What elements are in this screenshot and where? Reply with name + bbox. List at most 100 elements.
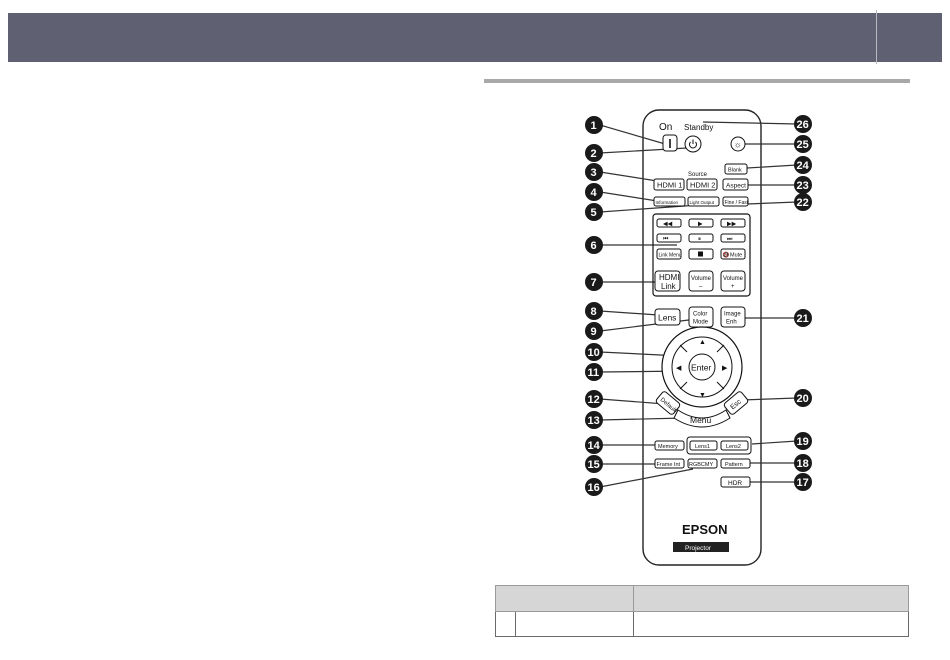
projector-label: Projector <box>685 545 712 552</box>
lens2-label: Lens2 <box>726 444 741 450</box>
svg-text:26: 26 <box>797 119 809 131</box>
svg-text:4: 4 <box>591 187 598 199</box>
table-header-row <box>495 585 909 612</box>
menu-button[interactable] <box>673 409 731 428</box>
hdmi-link-group <box>652 213 751 297</box>
svg-text:20: 20 <box>797 393 809 405</box>
svg-text:2: 2 <box>591 148 597 160</box>
hdmi1-button[interactable] <box>653 178 685 191</box>
hdr-button[interactable] <box>720 476 751 488</box>
projector-badge <box>673 542 729 552</box>
svg-text:9: 9 <box>591 326 597 338</box>
callout-10: 10 <box>585 343 603 361</box>
lens-label: Lens <box>658 313 676 323</box>
callout-20: 20 <box>794 389 812 407</box>
callout-16: 16 <box>585 478 603 496</box>
callout-14: 14 <box>585 436 603 454</box>
table-cell-function <box>633 611 909 637</box>
skip-forward-button[interactable] <box>720 233 746 243</box>
skip-forward-icon: ⏭ <box>727 237 733 243</box>
callout-8: 8 <box>585 302 603 320</box>
stop-icon <box>698 251 703 257</box>
skip-back-button[interactable] <box>656 233 682 243</box>
source-label: Source <box>688 172 708 178</box>
light-button[interactable] <box>730 136 746 152</box>
mute-button[interactable] <box>720 248 746 260</box>
remote-buttons-table <box>495 585 909 637</box>
default-button[interactable] <box>655 391 681 416</box>
hdmi-link-label-1: HDMI <box>659 273 679 282</box>
callout-4: 4 <box>585 183 603 201</box>
callout-15: 15 <box>585 455 603 473</box>
image-enh-label-2: Enh <box>726 320 737 326</box>
standby-label: Standby <box>684 123 713 132</box>
arrow-down-icon[interactable]: ▼ <box>699 392 706 399</box>
fast-forward-icon: ▶▶ <box>727 222 737 228</box>
link-menu-button[interactable] <box>656 248 682 260</box>
svg-text:5: 5 <box>591 207 597 219</box>
memory-label: Memory <box>658 444 678 450</box>
svg-text:21: 21 <box>797 313 809 325</box>
callout-25: 25 <box>794 135 812 153</box>
skip-back-icon: ⏮ <box>663 237 669 243</box>
callout-23: 23 <box>794 176 812 194</box>
callout-21: 21 <box>794 309 812 327</box>
table-row <box>495 611 909 637</box>
svg-text:24: 24 <box>797 160 810 172</box>
memory-button[interactable] <box>654 440 685 451</box>
lens-button[interactable] <box>654 308 681 326</box>
remote-control-figure: On Standby ☼ Source HDMI 1 HDMI 2 Blank … <box>575 108 825 570</box>
svg-text:11: 11 <box>588 367 600 379</box>
image-enh-label-1: Image <box>724 312 741 318</box>
svg-text:15: 15 <box>588 459 600 471</box>
hdmi-link-button[interactable] <box>654 270 681 292</box>
enter-button[interactable] <box>688 353 716 381</box>
volume-up-sign: + <box>731 284 735 290</box>
pause-button[interactable] <box>688 233 714 243</box>
aspect-button[interactable] <box>722 178 749 191</box>
hdmi2-label: HDMI 2 <box>690 181 715 190</box>
volume-down-button[interactable] <box>688 270 714 292</box>
information-label: Information <box>656 200 679 205</box>
callout-12: 12 <box>585 390 603 408</box>
arrow-right-icon[interactable]: ▶ <box>722 365 728 372</box>
callout-17: 17 <box>794 473 812 491</box>
pattern-button[interactable] <box>720 458 751 469</box>
light-icon: ☼ <box>734 140 742 150</box>
light-output-button[interactable] <box>687 196 720 207</box>
fast-forward-button[interactable] <box>720 218 746 228</box>
frame-int-button[interactable] <box>654 458 685 469</box>
callout-6: 6 <box>585 236 603 254</box>
fine-fast-label: Fine / Fast <box>725 200 749 206</box>
rgbcmy-button[interactable] <box>687 458 718 469</box>
color-mode-label-1: Color <box>693 312 707 318</box>
callout-13: 13 <box>585 411 603 429</box>
lens1-button[interactable] <box>689 440 718 451</box>
hdmi2-button[interactable] <box>686 178 718 191</box>
hdmi-link-label-2: Link <box>661 282 677 291</box>
play-icon: ▶ <box>698 222 703 228</box>
mute-label: Mute <box>730 253 742 259</box>
header-divider <box>876 10 877 64</box>
lens2-button[interactable] <box>720 440 749 451</box>
esc-button[interactable] <box>723 391 749 416</box>
svg-text:7: 7 <box>591 277 597 289</box>
hdr-label: HDR <box>728 480 742 487</box>
menu-label: Menu <box>690 415 712 425</box>
callout-22: 22 <box>794 193 812 211</box>
image-enh-button[interactable] <box>720 306 746 328</box>
svg-text:18: 18 <box>797 458 809 470</box>
power-icon <box>689 139 697 149</box>
svg-text:19: 19 <box>797 436 809 448</box>
mute-icon: 🔇 <box>723 252 730 259</box>
fine-fast-button[interactable] <box>722 196 749 207</box>
play-button[interactable] <box>688 218 714 228</box>
volume-up-button[interactable] <box>720 270 746 292</box>
svg-text:3: 3 <box>591 167 597 179</box>
blank-button[interactable] <box>724 163 748 175</box>
svg-text:10: 10 <box>588 347 600 359</box>
arrow-up-icon[interactable]: ▲ <box>699 339 706 346</box>
information-button[interactable] <box>653 196 686 207</box>
arrow-left-icon[interactable]: ◀ <box>676 365 682 372</box>
rewind-button[interactable] <box>656 218 682 228</box>
